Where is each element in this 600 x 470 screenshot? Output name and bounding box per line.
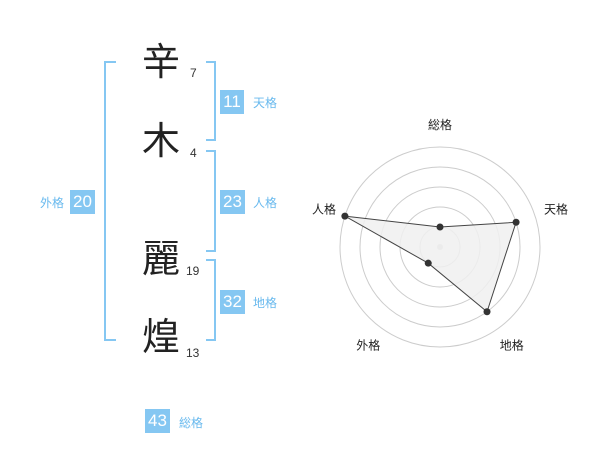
stroke-count-3: 19 bbox=[186, 264, 200, 278]
stroke-count-2: 4 bbox=[190, 146, 197, 160]
jinkaku-label: 人格 bbox=[253, 196, 278, 210]
radar-axis-label-0: 総格 bbox=[428, 117, 452, 132]
name-char-1: 辛 bbox=[142, 40, 181, 84]
radar-points bbox=[341, 212, 520, 316]
stroke-count-4: 13 bbox=[186, 346, 200, 360]
radar-point-1 bbox=[512, 218, 520, 226]
name-char-3: 麗 bbox=[142, 237, 181, 281]
radar-ring-5 bbox=[339, 146, 541, 348]
chikaku-bracket bbox=[206, 259, 216, 341]
gaikaku-bracket bbox=[104, 61, 116, 341]
gaikaku-label: 外格 bbox=[40, 196, 65, 210]
name-char-4: 煌 bbox=[142, 315, 181, 359]
radar-point-4 bbox=[341, 212, 349, 220]
gaikaku-value: 20 bbox=[70, 190, 95, 214]
tenkaku-value: 11 bbox=[220, 90, 244, 114]
chikaku-value: 32 bbox=[220, 290, 245, 314]
tenkaku-bracket bbox=[206, 61, 216, 141]
radar-axis-label-2: 地格 bbox=[500, 338, 524, 353]
jinkaku-value: 23 bbox=[220, 190, 245, 214]
radar-axis-label-4: 人格 bbox=[312, 201, 336, 216]
chikaku-label: 地格 bbox=[253, 296, 278, 310]
radar-ring-4 bbox=[359, 166, 521, 328]
radar-point-3 bbox=[424, 259, 432, 267]
radar-point-0 bbox=[436, 223, 444, 231]
radar-axis-label-3: 外格 bbox=[356, 338, 380, 353]
jinkaku-bracket bbox=[206, 150, 216, 252]
soukaku-value: 43 bbox=[145, 409, 170, 433]
tenkaku-label: 天格 bbox=[253, 96, 278, 110]
soukaku-label: 総格 bbox=[179, 416, 204, 430]
stroke-count-1: 7 bbox=[190, 66, 197, 80]
radar-axis-label-1: 天格 bbox=[544, 201, 568, 216]
radar-point-2 bbox=[483, 308, 491, 316]
name-char-2: 木 bbox=[142, 119, 181, 163]
